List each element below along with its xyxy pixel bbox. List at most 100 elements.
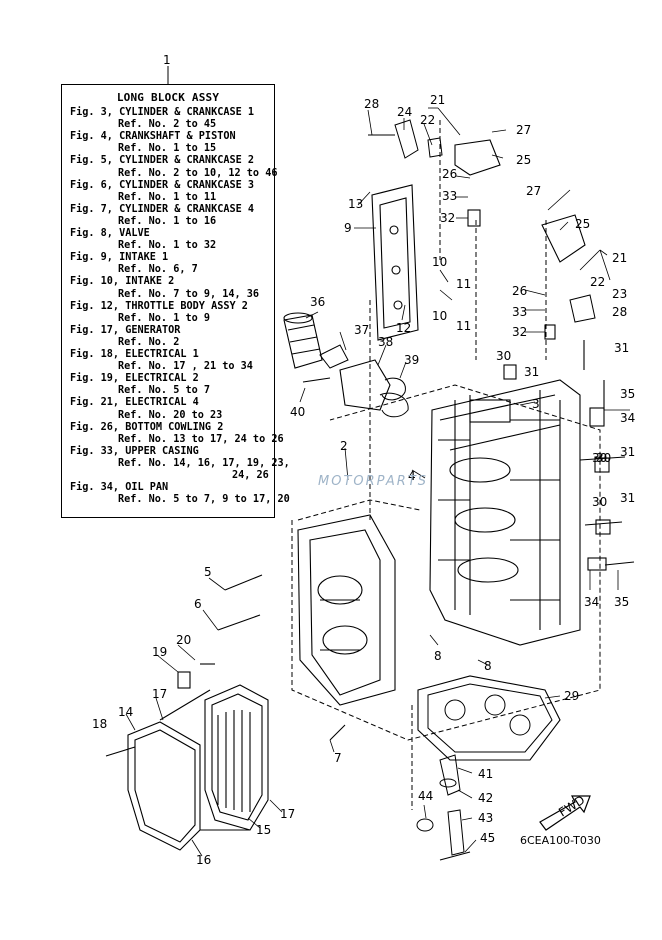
reference-box-line: Fig. 19, ELECTRICAL 2: [70, 373, 199, 385]
part-callout: 42: [478, 791, 493, 805]
part-callout: 34: [584, 595, 599, 609]
reference-box-line: Fig. 4, CRANKSHAFT & PISTON: [70, 131, 236, 143]
part-callout: 37: [354, 323, 369, 337]
part-callout: 11: [456, 277, 471, 291]
part-callout: 8: [434, 649, 442, 663]
reference-box-line: Fig. 9, INTAKE 1: [70, 252, 169, 264]
reference-box-line: Fig. 21, ELECTRICAL 4: [70, 397, 199, 409]
reference-box-line: Fig. 8, VALVE: [70, 228, 150, 239]
part-callout: 29: [564, 689, 579, 703]
part-callout: 7: [334, 751, 342, 765]
part-callout: 30: [496, 349, 511, 363]
part-callout: 30: [592, 451, 607, 465]
part-callout: 33: [442, 189, 457, 203]
reference-box-line: Ref. No. 2 to 45: [118, 119, 217, 131]
part-callout: 28: [364, 97, 379, 111]
reference-box-line: Fig. 10, INTAKE 2: [70, 276, 175, 288]
part-callout: 10: [432, 309, 447, 323]
part-callout: 31: [524, 365, 539, 379]
reference-box-line: Ref. No. 1 to 11: [118, 191, 217, 203]
part-callout: 13: [348, 197, 363, 211]
reference-box-line: Ref. No. 14, 16, 17, 19, 23,: [118, 457, 290, 469]
part-callout: 32: [512, 325, 527, 339]
part-callout: 8: [484, 659, 492, 673]
reference-box-line: Fig. 26, BOTTOM COWLING 2: [70, 421, 224, 433]
part-callout: 14: [118, 705, 133, 719]
reference-box-line: Ref. No. 13 to 17, 24 to 26: [118, 433, 284, 445]
part-callout: 32: [440, 211, 455, 225]
part-callout: 11: [456, 319, 471, 333]
part-callout: 28: [612, 305, 627, 319]
reference-box-line: Ref. No. 2: [118, 336, 180, 348]
part-callout: 4: [408, 469, 416, 483]
reference-box-line: Fig. 3, CYLINDER & CRANKCASE 1: [70, 107, 255, 118]
fwd-label: FWD: [556, 793, 587, 820]
part-callout: 3: [532, 397, 540, 411]
reference-box-line: Ref. No. 5 to 7: [118, 385, 211, 397]
part-callout: 26: [442, 167, 457, 181]
part-callout: 35: [620, 387, 635, 401]
part-callout: 38: [378, 335, 393, 349]
reference-box-line: Fig. 17, GENERATOR: [70, 324, 181, 336]
part-callout: 39: [404, 353, 419, 367]
reference-box-line: Fig. 12, THROTTLE BODY ASSY 2: [70, 300, 248, 312]
reference-box-title: LONG BLOCK ASSY: [116, 91, 220, 104]
part-callout: 27: [516, 123, 531, 137]
part-callout: 17: [280, 807, 295, 821]
part-callout: 40: [290, 405, 305, 419]
part-callout: 30: [596, 451, 611, 465]
part-callout: 9: [344, 221, 352, 235]
part-callout: 15: [256, 823, 271, 837]
part-callout: 33: [512, 305, 527, 319]
part-callout: 27: [526, 184, 541, 198]
reference-box-line: Fig. 18, ELECTRICAL 1: [70, 349, 199, 360]
part-callout: 23: [612, 287, 627, 301]
reference-box-line: Ref. No. 2 to 10, 12 to 46: [118, 167, 278, 179]
reference-box-line: Ref. No. 17 , 21 to 34: [118, 361, 253, 373]
reference-box-line: Ref. No. 1 to 32: [118, 240, 217, 252]
part-callout: 24: [397, 105, 412, 119]
part-callout: 12: [396, 321, 411, 335]
reference-box-line: Ref. No. 1 to 15: [118, 143, 217, 155]
reference-box-line: Fig. 6, CYLINDER & CRANKCASE 3: [70, 179, 255, 191]
part-callout: 34: [620, 411, 635, 425]
reference-box-line: 24, 26: [232, 470, 269, 481]
reference-box-line: Fig. 34, OIL PAN: [70, 482, 169, 494]
diagram-code: 6CEA100-T030: [520, 834, 601, 847]
reference-box-line: Fig. 7, CYLINDER & CRANKCASE 4: [70, 203, 255, 215]
part-callout: 6: [194, 597, 202, 611]
reference-box-line: Ref. No. 1 to 16: [118, 215, 217, 227]
part-callout: 31: [620, 445, 635, 459]
part-callout: 35: [614, 595, 629, 609]
reference-box-line: Ref. No. 20 to 23: [118, 409, 223, 421]
part-callout: 41: [478, 767, 493, 781]
reference-box-line: Fig. 33, UPPER CASING: [70, 445, 199, 457]
part-callout: 31: [620, 491, 635, 505]
part-callout: 17: [152, 687, 167, 701]
reference-box-line: Ref. No. 7 to 9, 14, 36: [118, 288, 260, 300]
reference-box-line: Ref. No. 5 to 7, 9 to 17, 20: [118, 494, 290, 506]
part-callout: 44: [418, 789, 433, 803]
part-callout: 22: [420, 113, 435, 127]
part-callout: 45: [480, 831, 495, 845]
part-callout: 22: [590, 275, 605, 289]
part-callout: 36: [310, 295, 325, 309]
reference-box-line: Fig. 5, CYLINDER & CRANKCASE 2: [70, 155, 255, 167]
part-callout: 21: [430, 93, 445, 107]
part-callout: 19: [152, 645, 167, 659]
part-callout: 43: [478, 811, 493, 825]
part-callout: 10: [432, 255, 447, 269]
reference-box: LONG BLOCK ASSY Fig. 3, CYLINDER & CRANK…: [61, 84, 290, 518]
part-callout: 2: [340, 439, 348, 453]
part-callout: 31: [614, 341, 629, 355]
part-callout: 16: [196, 853, 211, 867]
callout-reference-box: 1: [163, 53, 171, 67]
part-callout: 26: [512, 284, 527, 298]
part-callout: 18: [92, 717, 107, 731]
part-callout: 30: [592, 495, 607, 509]
reference-box-line: Ref. No. 6, 7: [118, 264, 198, 276]
reference-box-line: Ref. No. 1 to 9: [118, 312, 211, 324]
part-callout: 21: [612, 251, 627, 265]
